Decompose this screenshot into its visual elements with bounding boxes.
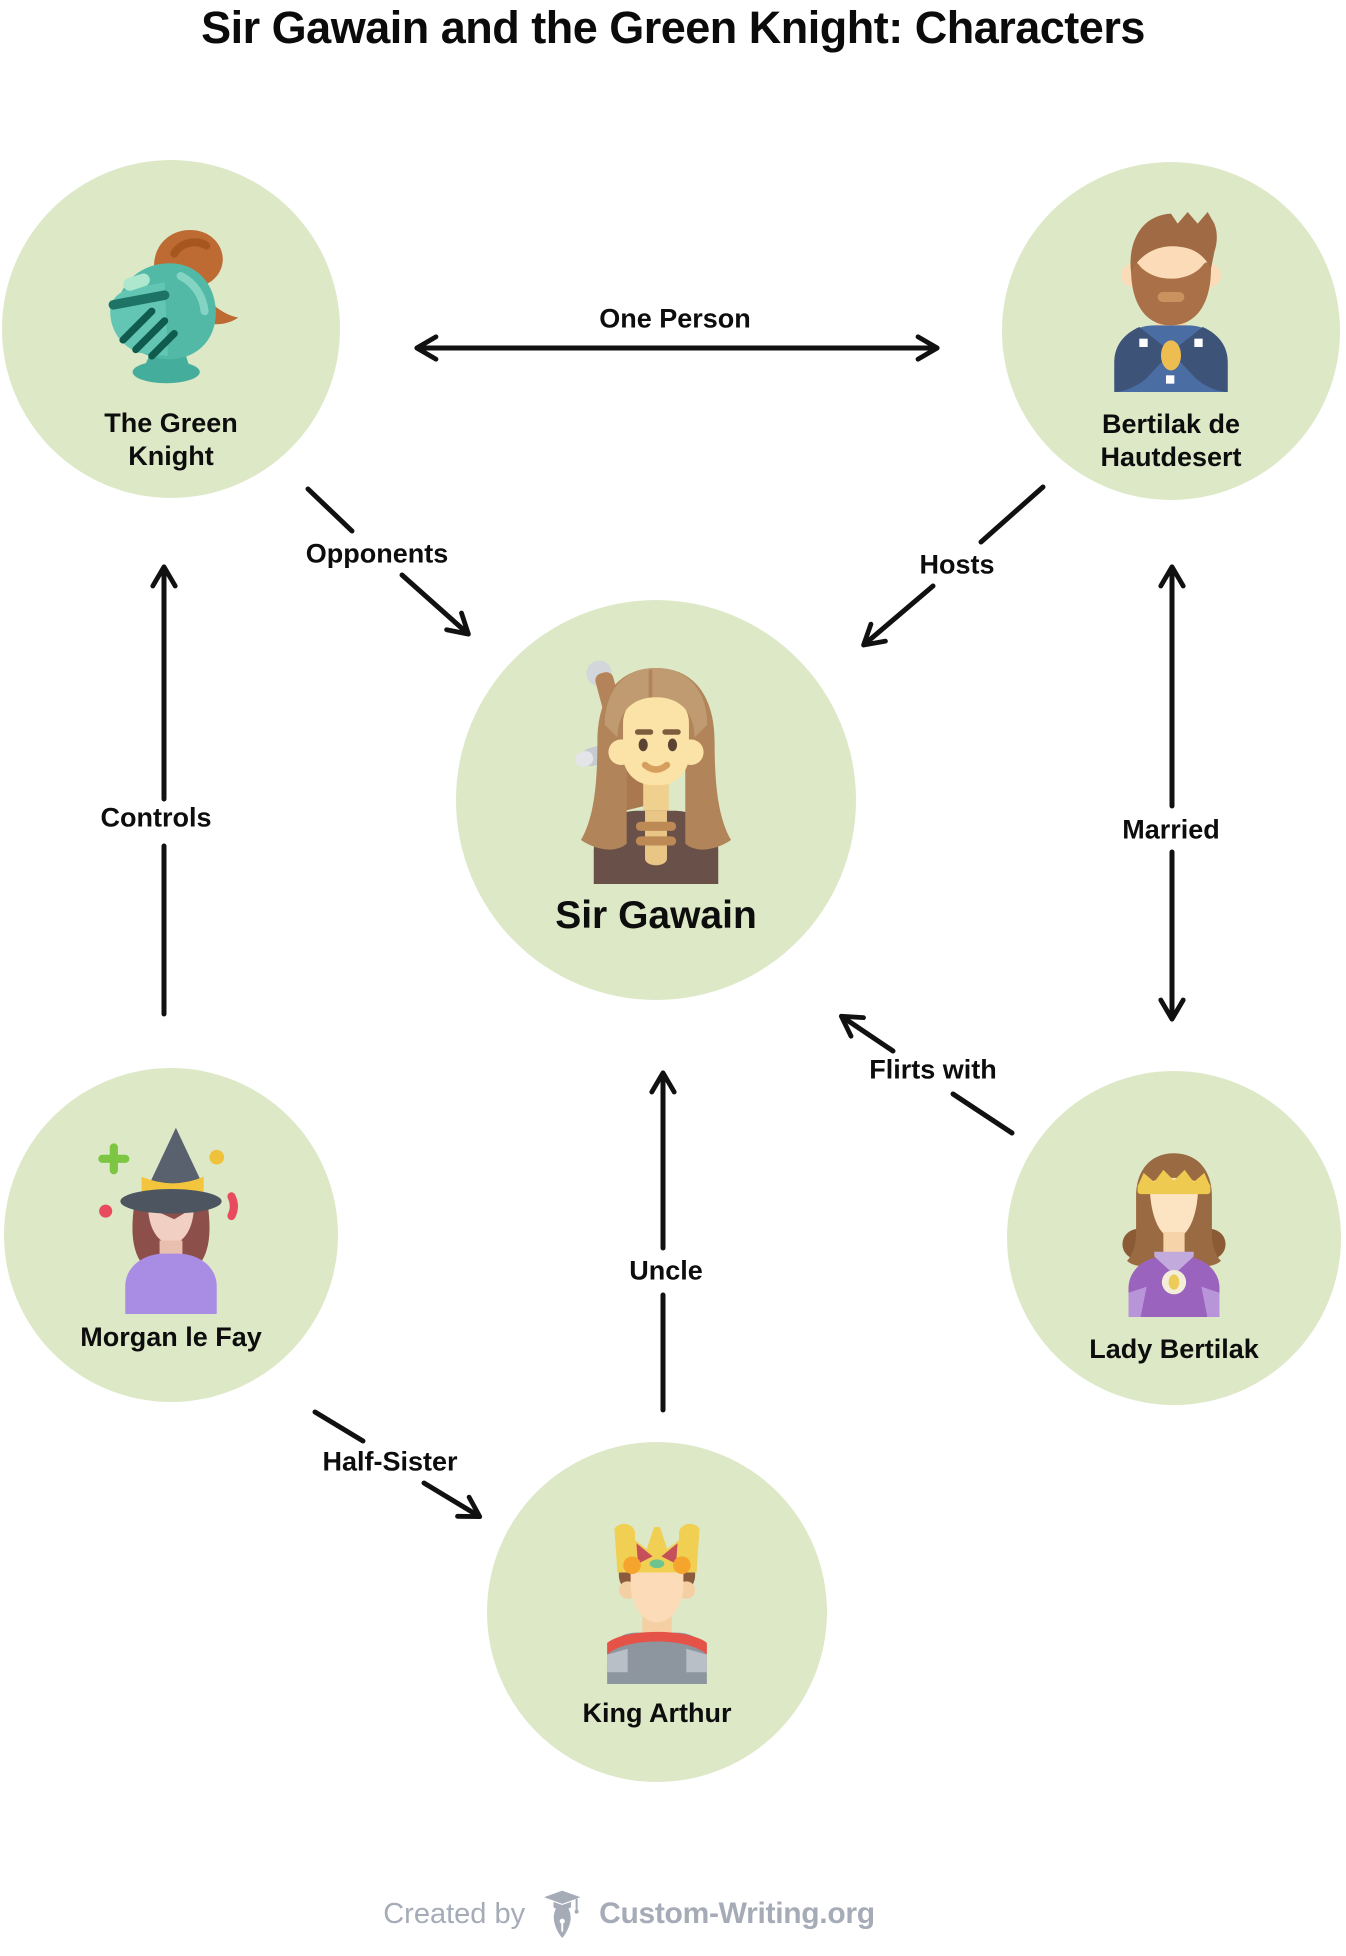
- node-king-arthur: King Arthur: [487, 1442, 827, 1782]
- edge-halfsister-a: [312, 1409, 366, 1444]
- edge-label-opponents: Opponents: [305, 538, 449, 569]
- edge-label-hosts: Hosts: [919, 549, 995, 580]
- node-label-sir-gawain: Sir Gawain: [555, 894, 757, 937]
- edge-label-flirts-with: Flirts with: [869, 1054, 997, 1085]
- long-haired-knight-icon: [575, 660, 732, 884]
- footer-created-by-text: Created by: [383, 1897, 526, 1930]
- edge-label-controls: Controls: [100, 802, 212, 833]
- witch-icon: [98, 1127, 238, 1314]
- footer-brand-text: Custom-Writing.org: [599, 1897, 875, 1930]
- node-label-green-knight: The Green Knight: [104, 408, 238, 471]
- edge-hosts-a: [978, 484, 1046, 545]
- crowned-lady-icon: [1122, 1153, 1226, 1317]
- custom-writing-logo-icon: [540, 1889, 584, 1938]
- node-lady-bertilak: Lady Bertilak: [1007, 1071, 1341, 1405]
- node-label-king-arthur: King Arthur: [582, 1698, 732, 1728]
- edge-hosts-b: [861, 583, 936, 648]
- node-green-knight: The Green Knight: [2, 160, 340, 498]
- node-sir-gawain: Sir Gawain: [456, 600, 856, 1000]
- edge-label-half-sister: Half-Sister: [322, 1446, 458, 1477]
- edge-opponents-b: [399, 572, 471, 637]
- king-crown-icon: [607, 1523, 707, 1684]
- edge-label-uncle: Uncle: [629, 1255, 703, 1286]
- node-label-morgan-le-fay: Morgan le Fay: [80, 1322, 262, 1352]
- node-morgan-le-fay: Morgan le Fay: [4, 1068, 338, 1402]
- edge-halfsister-b: [421, 1480, 483, 1520]
- footer: Created by Custom-Writing.org: [383, 1886, 875, 1942]
- edge-label-one-person: One Person: [599, 303, 751, 334]
- node-label-bertilak: Bertilak de Hautdesert: [1100, 409, 1242, 472]
- node-label-lady-bertilak: Lady Bertilak: [1089, 1334, 1259, 1364]
- edge-flirts-b: [950, 1091, 1015, 1136]
- bearded-man-icon: [1114, 212, 1228, 392]
- page-title: Sir Gawain and the Green Knight: Charact…: [201, 2, 1145, 53]
- knight-helmet-icon: [108, 229, 239, 384]
- edge-label-married: Married: [1122, 814, 1220, 845]
- edge-opponents-a: [305, 486, 355, 534]
- node-bertilak: Bertilak de Hautdesert: [1002, 162, 1340, 500]
- edge-flirts-a: [838, 1013, 896, 1054]
